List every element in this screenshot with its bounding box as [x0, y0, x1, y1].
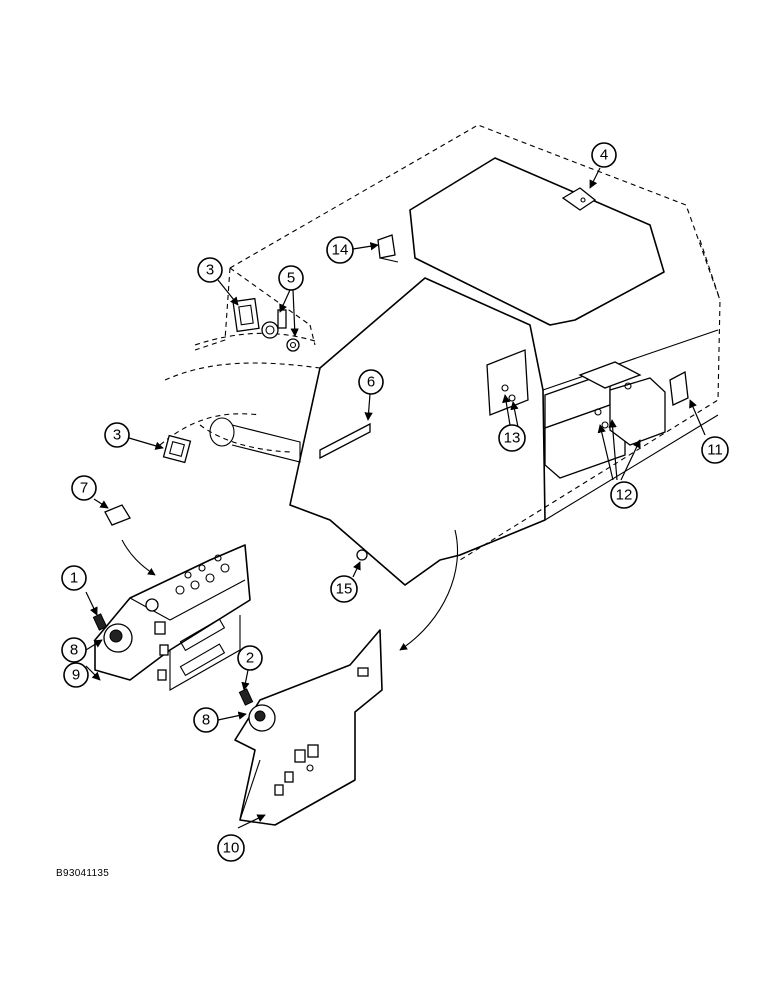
callout-14-label: 14: [332, 242, 349, 259]
small-knob: [356, 549, 368, 561]
callout-13-label: 13: [504, 430, 521, 447]
callout-5-label: 5: [287, 270, 295, 287]
callout-8-right-label: 8: [202, 712, 210, 729]
callout-3-upper-label: 3: [206, 262, 214, 279]
cab-outline: [194, 124, 721, 561]
callout-3-lower: 3: [104, 422, 130, 448]
leader-lines: [85, 167, 706, 829]
lower-switch: [162, 434, 192, 464]
callout-2: 2: [237, 645, 263, 671]
panel-motion-arrow: [399, 529, 459, 651]
callout-15-label: 15: [336, 581, 353, 598]
switch-cap: [104, 504, 131, 526]
callout-15: 15: [330, 575, 358, 603]
callout-11: 11: [701, 436, 729, 464]
callout-6: 6: [358, 369, 384, 395]
callout-1-label: 1: [70, 570, 78, 587]
callout-10: 10: [217, 834, 245, 862]
callout-9-label: 9: [72, 667, 80, 684]
callout-4: 4: [591, 142, 617, 168]
callout-2-label: 2: [246, 650, 254, 667]
callout-10-label: 10: [223, 840, 240, 857]
callout-3-upper: 3: [197, 257, 223, 283]
console-tower: [289, 277, 719, 586]
callout-5: 5: [278, 265, 304, 291]
relay-modules: [544, 361, 666, 479]
upper-switch-assembly: [232, 297, 300, 352]
callout-7: 7: [71, 475, 97, 501]
callout-9: 9: [63, 662, 89, 688]
bracket: [377, 234, 399, 263]
side-bracket: [669, 370, 689, 406]
callout-6-label: 6: [367, 374, 375, 391]
callout-11-label: 11: [707, 442, 723, 459]
callout-8-left-label: 8: [70, 642, 78, 659]
callout-14: 14: [326, 236, 354, 264]
switch-plate: [486, 349, 529, 416]
callout-3-lower-label: 3: [113, 427, 121, 444]
console-motion-arrow: [121, 539, 156, 576]
callout-8-left: 8: [61, 637, 87, 663]
callout-8-right: 8: [193, 707, 219, 733]
callout-4-label: 4: [600, 147, 608, 164]
roof-lamp: [561, 187, 597, 211]
callout-13: 13: [498, 424, 526, 452]
right-console: [234, 629, 383, 826]
roof-panel: [409, 157, 665, 326]
callout-12-label: 12: [616, 487, 633, 504]
callout-1: 1: [61, 565, 87, 591]
callout-12: 12: [610, 481, 638, 509]
left-console: [92, 544, 251, 691]
figure-code: B93041135: [56, 868, 110, 879]
callout-7-label: 7: [80, 480, 88, 497]
trim-strip: [319, 422, 371, 460]
